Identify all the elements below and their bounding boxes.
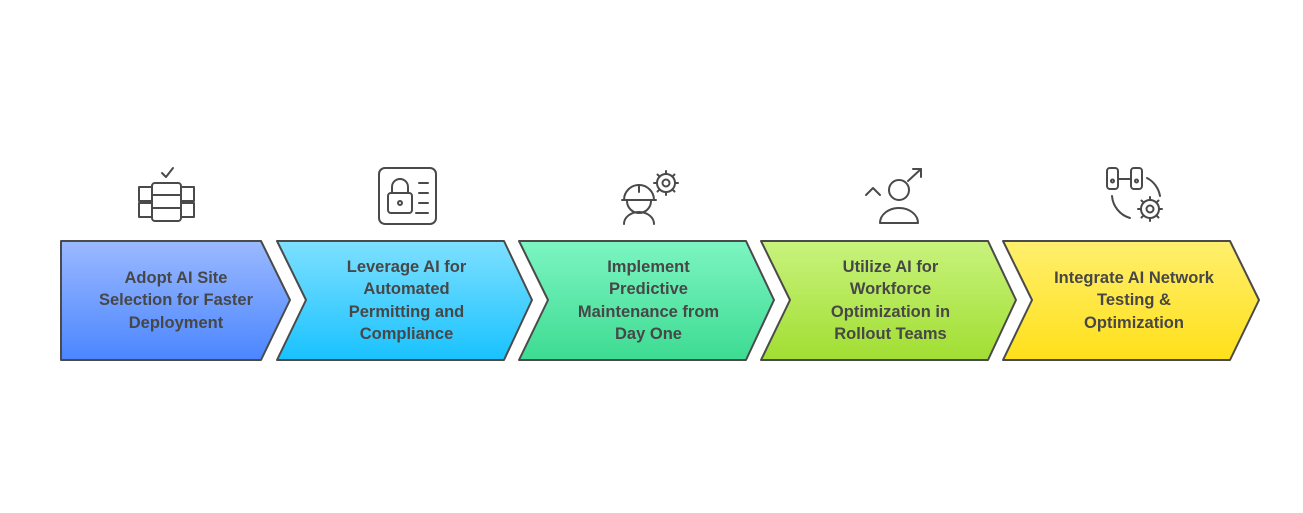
person-growth-icon: [865, 168, 922, 224]
step-5-label: Integrate AI Network Testing & Optimizat…: [1054, 268, 1214, 332]
server-check-icon: [138, 167, 195, 222]
step-3-label: Implement Predictive Maintenance from Da…: [577, 257, 720, 344]
step-2-shape: [276, 240, 533, 361]
chevrons: [60, 240, 1260, 361]
step-2-label: Leverage AI for Automated Permitting and…: [346, 257, 467, 344]
worker-gear-icon: [621, 170, 679, 225]
step-1-shape: [60, 240, 291, 361]
step-5-shape: [1002, 240, 1260, 361]
step-4-shape: [760, 240, 1017, 361]
document-lock-icon: [378, 167, 437, 225]
step-4-label: Utilize AI for Workforce Optimization in…: [830, 257, 951, 344]
step-3-shape: [518, 240, 775, 361]
step-1-label: Adopt AI Site Selection for Faster Deplo…: [98, 268, 254, 332]
network-gear-icon: [1106, 167, 1163, 222]
